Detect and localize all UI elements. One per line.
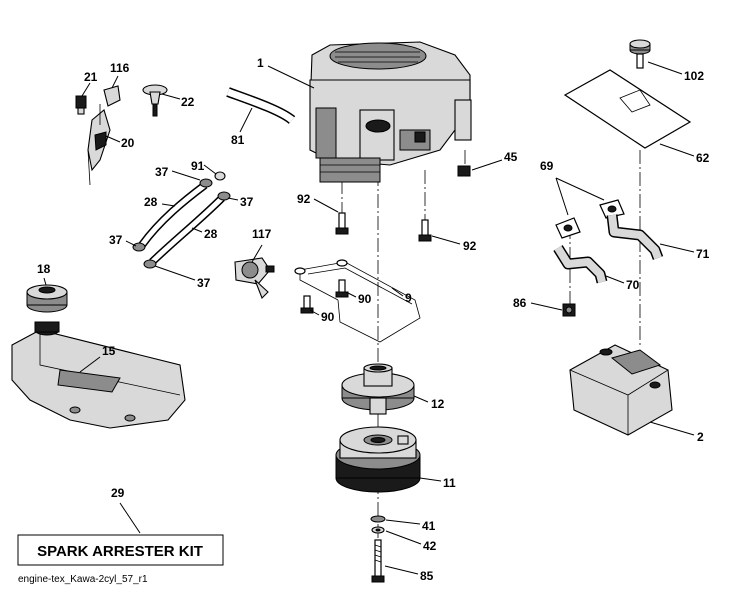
callout-62: 62: [696, 151, 710, 165]
bolt-85: [371, 539, 385, 583]
callout-85: 85: [420, 569, 434, 583]
heat-shield-62: [563, 69, 692, 149]
callout-70: 70: [626, 278, 640, 292]
callout-28a: 28: [144, 195, 158, 209]
leader-lines: [43, 61, 695, 575]
gaskets-69: [555, 199, 625, 239]
callout-2: 2: [697, 430, 704, 444]
callout-90a: 90: [358, 292, 372, 306]
callout-90b: 90: [321, 310, 335, 324]
callout-9: 9: [405, 291, 412, 305]
callout-29: 29: [111, 486, 125, 500]
callout-41: 41: [422, 519, 436, 533]
callout-92a: 92: [297, 192, 311, 206]
file-name: engine-tex_Kawa-2cyl_57_r1: [18, 574, 148, 585]
kit-label: SPARK ARRESTER KIT: [37, 543, 203, 560]
hose-clamps-37: [132, 171, 231, 269]
callout-21: 21: [84, 70, 98, 84]
callout-37c: 37: [109, 233, 123, 247]
callout-15: 15: [102, 344, 116, 358]
callout-117: 117: [252, 227, 272, 241]
callout-37a: 37: [155, 165, 169, 179]
callout-1: 1: [257, 56, 264, 70]
callout-22: 22: [181, 95, 195, 109]
callout-28b: 28: [204, 227, 218, 241]
callout-102: 102: [684, 69, 704, 83]
callout-91: 91: [191, 159, 205, 173]
callout-116: 116: [110, 61, 130, 75]
washer-42: [371, 526, 385, 534]
callout-71: 71: [696, 247, 710, 261]
pulley-12: [341, 363, 415, 415]
kit-box: [17, 534, 224, 566]
callout-92b: 92: [463, 239, 477, 253]
callout-37b: 37: [240, 195, 254, 209]
fuel-pump-117: [234, 257, 275, 299]
engine: [309, 41, 472, 183]
nut-86: [562, 303, 576, 317]
callout-86: 86: [513, 296, 527, 310]
callout-20: 20: [121, 136, 135, 150]
callout-18: 18: [37, 262, 51, 276]
callout-45: 45: [504, 150, 518, 164]
throttle-control: [75, 85, 121, 186]
nut-45: [457, 165, 471, 177]
fuel-cap-18: [26, 284, 68, 313]
clutch-11: [335, 426, 421, 493]
callout-11: 11: [443, 476, 456, 490]
knob-102: [629, 39, 651, 69]
callout-12: 12: [431, 397, 445, 411]
primer-knob-22: [142, 84, 168, 117]
bolt-92-left: [335, 212, 349, 235]
callout-37d: 37: [197, 276, 211, 290]
bolts-90: [300, 279, 349, 314]
washer-41: [370, 515, 386, 523]
callout-42: 42: [423, 539, 437, 553]
callout-69: 69: [540, 159, 554, 173]
muffler-2: [569, 344, 673, 436]
callout-81: 81: [231, 133, 245, 147]
bolt-92-right: [418, 219, 432, 242]
fuel-tank-15: [11, 321, 186, 429]
